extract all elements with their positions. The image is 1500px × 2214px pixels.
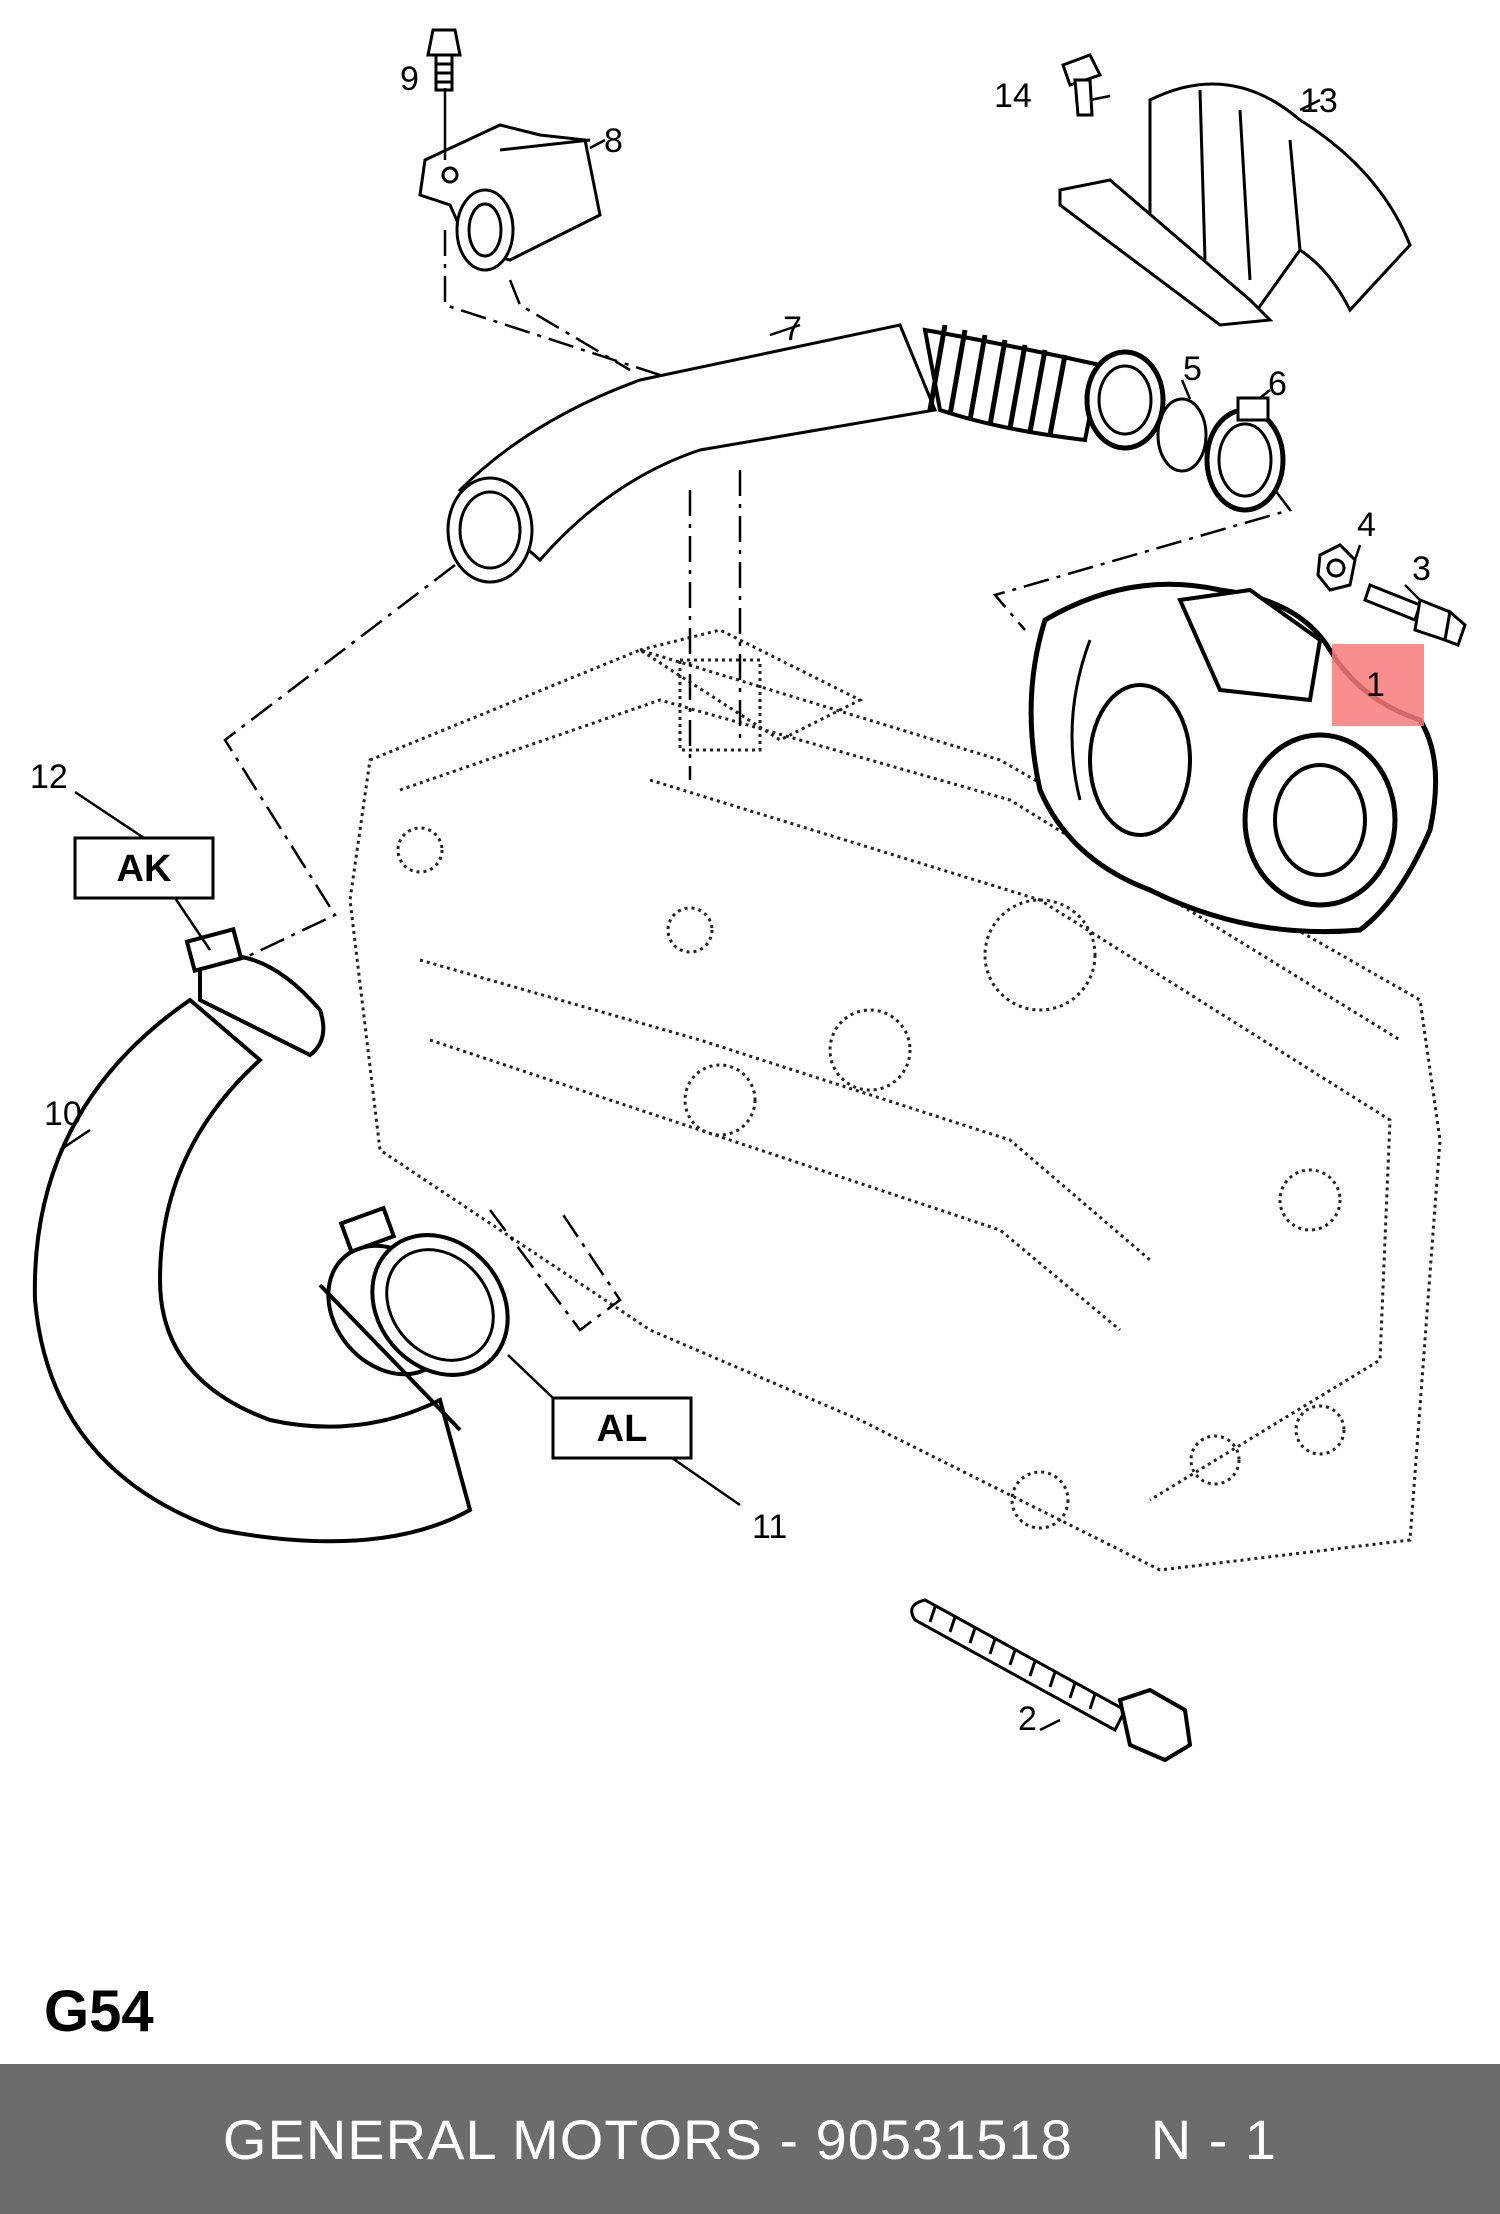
footer-part-number: GENERAL MOTORS - 90531518 [222,2107,1073,2171]
callout-12: 12 [30,758,68,796]
callout-numbers: 9 8 7 5 6 14 13 4 3 1 12 10 11 2 [30,60,1431,1738]
callout-5: 5 [1183,350,1202,388]
turbocharger-1 [1028,581,1439,935]
clamp-11 [338,1205,510,1377]
callout-11: 11 [752,1508,787,1546]
bracket-8 [418,123,602,272]
box-ak-label: AK [117,848,172,890]
callout-14: 14 [994,77,1032,115]
callout-9: 9 [400,60,419,98]
callout-2: 2 [1018,1700,1037,1738]
footer-page: N - 1 [1150,2107,1278,2171]
heat-shield-13 [1058,82,1412,327]
bolt-9 [426,28,462,92]
callout-3: 3 [1412,550,1431,588]
box-al: AL [551,1396,693,1460]
assembly-guide-lines [223,230,1293,1332]
box-ak: AK [73,836,215,900]
callout-7: 7 [783,310,802,348]
callout-13: 13 [1300,82,1338,120]
callout-4: 4 [1357,506,1376,544]
footer-bar: GENERAL MOTORS - 90531518 N - 1 [0,2064,1500,2214]
stud-3 [1363,583,1467,647]
engine-block [348,628,1442,1572]
bolt-2 [910,1598,1193,1763]
callout-1: 1 [1366,666,1385,704]
callout-6: 6 [1268,365,1287,403]
parts-diagram: AK AL 9 8 7 5 6 14 13 4 3 1 12 10 11 [30,28,1467,1763]
callout-10: 10 [44,1095,82,1133]
box-al-label: AL [597,1408,648,1450]
intake-pipe-7 [446,323,1166,584]
callout-8: 8 [604,122,623,160]
diagram-code: G54 [44,1979,154,2044]
leader-lines [59,88,1421,1732]
clamp-12 [184,926,326,1058]
highlight-marker [1332,644,1424,726]
o-ring-5 [1156,397,1208,473]
nut-4 [1316,543,1357,592]
clamp-6 [1204,396,1286,513]
bolt-14 [1061,53,1103,117]
